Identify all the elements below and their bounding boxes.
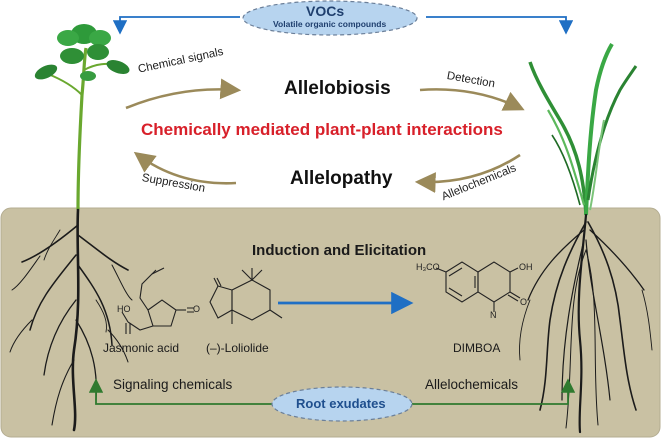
n-label: N	[490, 310, 497, 320]
voc-arrow-right	[426, 16, 574, 35]
allelopathy-label: Allelopathy	[290, 168, 393, 189]
soil-panel	[0, 207, 661, 438]
oh-label: OH	[519, 262, 533, 272]
left-plant	[34, 24, 130, 211]
allelochemicals-arrow-top	[414, 153, 521, 193]
allelobiosis-label: Allelobiosis	[284, 78, 391, 99]
dimboa-label: DIMBOA	[453, 341, 501, 355]
jasmonic-acid-label: Jasmonic acid	[103, 341, 180, 355]
loliolide-structure	[209, 268, 283, 324]
signaling-arrow	[88, 378, 280, 405]
allelochemicals-bottom-label: Allelochemicals	[425, 377, 519, 392]
diagram-title: Chemically mediated plant-plant interact…	[141, 120, 503, 139]
ho-label: HO	[117, 304, 131, 314]
vocs-subtitle: Volatile organic compounds	[273, 19, 387, 29]
dimboa-structure	[435, 261, 521, 312]
suppression-arrow	[133, 151, 237, 185]
root-exudates-ellipse	[271, 386, 413, 422]
detection-arrow	[419, 88, 525, 111]
right-plant	[528, 42, 638, 216]
vocs-title: VOCs	[306, 3, 345, 19]
vocs-ellipse	[242, 0, 418, 36]
h3co-label: H₃CO	[416, 262, 440, 272]
soil-heading: Induction and Elicitation	[252, 242, 427, 259]
allelochemicals-arrow-bottom	[410, 378, 576, 405]
chemical-signals-arrow	[125, 78, 242, 110]
voc-arrow-left	[112, 16, 240, 35]
signaling-chemicals-label: Signaling chemicals	[113, 377, 233, 392]
jasmonic-acid-structure	[121, 267, 194, 334]
left-roots	[9, 208, 133, 432]
loliolide-label: (–)-Loliolide	[206, 341, 269, 355]
root-exudates-label: Root exudates	[296, 396, 386, 411]
o-label: O	[193, 304, 201, 314]
o2-label: O	[520, 297, 528, 307]
